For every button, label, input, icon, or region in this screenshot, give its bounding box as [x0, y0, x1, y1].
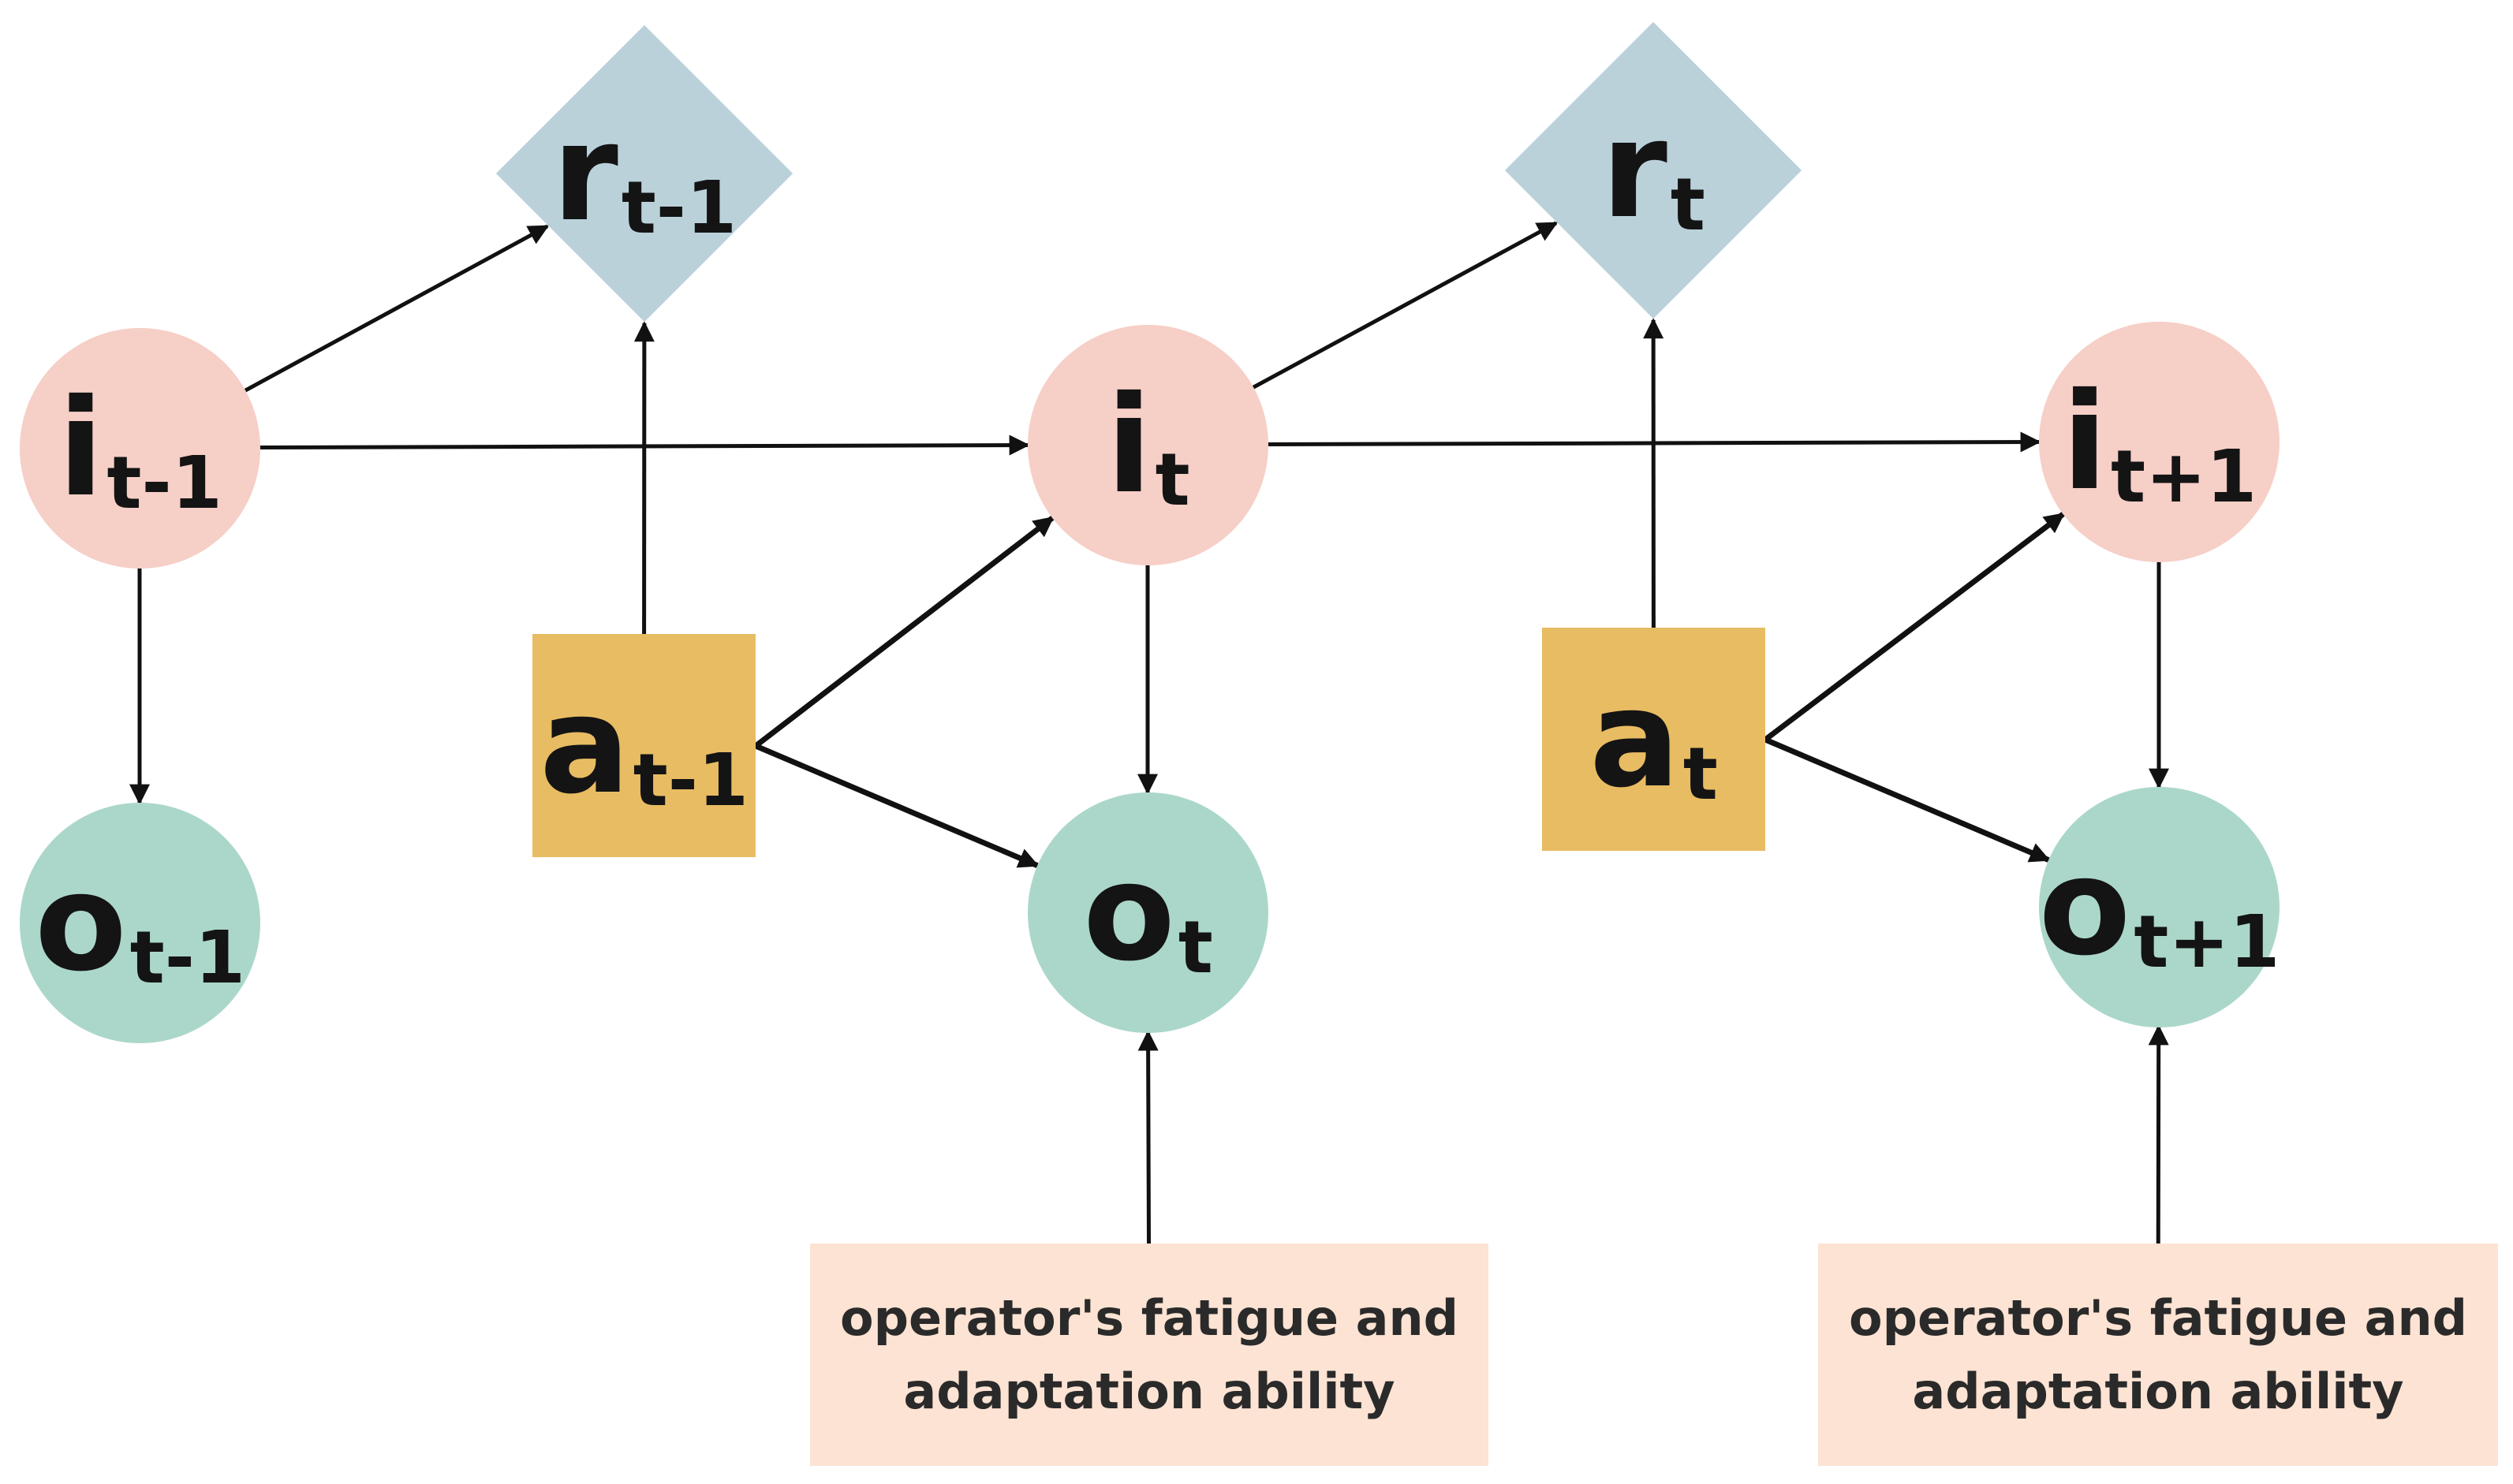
- node-label: o: [35, 845, 127, 1001]
- node-i-t-minus-1: i t-1: [20, 328, 260, 569]
- node-label: i: [2061, 364, 2108, 520]
- note-line: adaptation ability: [1912, 1363, 2404, 1420]
- node-o-t: o t: [1028, 792, 1268, 1033]
- node-subscript: t+1: [2134, 899, 2280, 984]
- node-label: o: [2038, 829, 2131, 986]
- node-label: a: [540, 667, 630, 824]
- edge-arrow: [753, 515, 1055, 748]
- node-subscript: t: [1155, 437, 1190, 522]
- node-subscript: t-1: [129, 915, 245, 1000]
- node-i-t-plus-1: i t+1: [2039, 322, 2280, 562]
- node-o-t-minus-1: o t-1: [20, 803, 260, 1043]
- node-i-t: i t: [1028, 325, 1268, 565]
- note-line: operator's fatigue and: [840, 1289, 1458, 1347]
- node-label: i: [58, 370, 104, 527]
- note-line: adaptation ability: [903, 1363, 1395, 1420]
- edge-arrow: [1764, 736, 2051, 863]
- node-o-t-plus-1: o t+1: [2039, 787, 2280, 1027]
- node-subscript: t-1: [106, 440, 222, 525]
- node-r-t-minus-1: r t-1: [495, 24, 794, 323]
- node-subscript: t-1: [633, 737, 749, 822]
- node-subscript: t: [1682, 731, 1718, 816]
- node-subscript: t: [1670, 162, 1705, 247]
- note-box: operator's fatigue and adaptation abilit…: [1818, 1244, 2498, 1466]
- node-subscript: t+1: [2111, 434, 2257, 519]
- note-box: operator's fatigue and adaptation abilit…: [810, 1244, 1488, 1466]
- node-label: o: [1083, 834, 1175, 991]
- edge-arrow: [1763, 511, 2065, 742]
- node-label: i: [1106, 367, 1152, 524]
- node-label: r: [551, 95, 618, 252]
- node-label: r: [1601, 92, 1667, 248]
- node-a-t: a t: [1542, 628, 1765, 851]
- note-line: operator's fatigue and: [1849, 1289, 2467, 1347]
- node-r-t: r t: [1503, 21, 1803, 320]
- node-label: a: [1589, 661, 1680, 818]
- edge-arrow: [754, 743, 1040, 868]
- node-subscript: t-1: [621, 166, 737, 250]
- node-subscript: t: [1178, 904, 1213, 990]
- node-a-t-minus-1: a t-1: [532, 634, 756, 857]
- edge-arrow: [1252, 221, 1559, 390]
- edge-arrow: [244, 224, 550, 393]
- edge-arrow: [1137, 1030, 1159, 1244]
